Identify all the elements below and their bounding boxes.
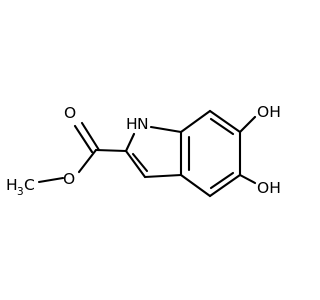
hydroxyl-bonds [238, 115, 257, 185]
bond-c2-carbonyl-carbon [94, 148, 128, 153]
hydroxyl-bottom-label: OH [257, 179, 281, 197]
bond-c5-c4-inner [209, 171, 235, 190]
carbonyl-oxygen-label: O [64, 104, 76, 122]
structure-canvas: O O H 3 C H N OH OH [6, 103, 281, 198]
bond-ester-oxygen-methyl [37, 176, 65, 184]
bond-c7-c6-inner [209, 117, 235, 136]
bond-c4-c3a [179, 173, 212, 198]
bond-carbonyl-double-b [73, 124, 94, 154]
ester-oxygen-label: O [63, 170, 75, 188]
molecule-structure: O O H 3 C H N OH OH [6, 103, 281, 198]
ester-bonds [37, 121, 128, 184]
ring-nitrogen-hydrogen-label: H [126, 115, 138, 133]
bond-c7-c6 [208, 109, 242, 134]
methyl-carbon-label: C [24, 176, 35, 194]
bond-c2-c3-inner [131, 152, 149, 173]
pyrrole-ring-bonds [124, 125, 183, 179]
bond-c5-c4 [208, 173, 242, 198]
bond-c5-oh [238, 173, 257, 185]
bond-carbonyl-ester-oxygen [77, 148, 98, 174]
bond-c2-c3 [124, 149, 147, 179]
bond-c6-oh [238, 115, 257, 134]
bond-carbonyl-double-a [80, 121, 101, 152]
bond-c7a-n1 [149, 125, 183, 134]
methyl-hydrogen-label: H [6, 176, 18, 194]
benzene-ring-bonds [179, 109, 242, 198]
bond-c7a-c7 [179, 109, 212, 134]
ring-nitrogen-label: N [137, 115, 149, 133]
bond-c3-c3a [143, 173, 183, 179]
methyl-subscript-label: 3 [17, 186, 24, 198]
hydroxyl-top-label: OH [257, 103, 281, 121]
bond-n1-c2 [124, 132, 136, 153]
